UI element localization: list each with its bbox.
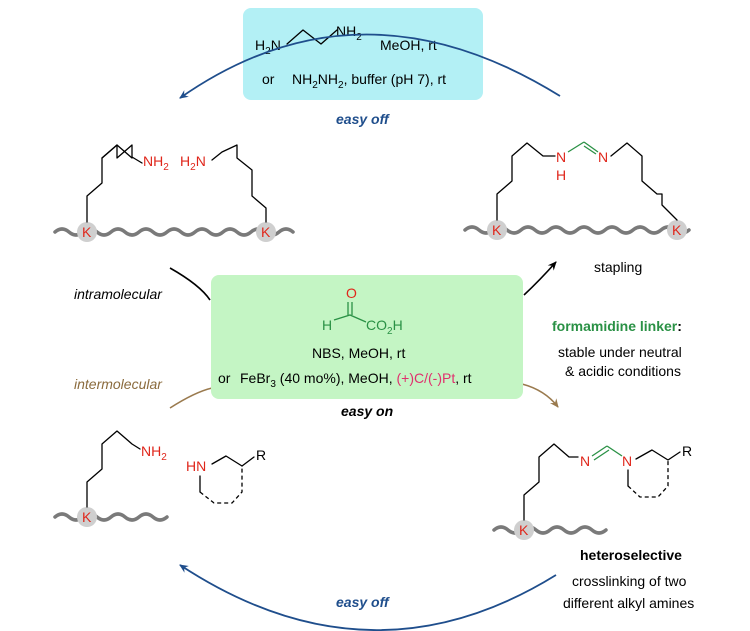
easy-off-bottom-arrow [179,564,557,631]
svg-text:H2N: H2N [180,153,206,173]
intermolecular-label: intermolecular [74,376,163,392]
intermolecular-arrow-left [169,387,213,409]
svg-text:O: O [346,285,357,301]
top-or: or [262,71,275,87]
intramolecular-label: intramolecular [74,286,163,302]
svg-text:N: N [580,453,590,469]
svg-text:R: R [256,447,266,463]
svg-text:N: N [622,453,632,469]
formamidine-linker-label: formamidine linker: [552,318,682,334]
svg-text:H: H [556,167,566,183]
stapled-peptide: K K N H N [463,141,691,240]
crosslink-line-2: different alkyl amines [563,595,694,611]
iron-conditions: FeBr3 (40 mo%), MeOH, (+)C/(-)Pt, rt [240,370,472,390]
svg-text:K: K [261,224,271,240]
center-reagent-box [211,275,523,399]
svg-text:K: K [82,224,92,240]
heteroselective-product: K N N R [492,443,692,540]
svg-text:HN: HN [186,458,206,474]
svg-text:N: N [556,149,566,165]
heteroselective-label: heteroselective [580,547,682,563]
svg-text:K: K [82,509,92,525]
svg-text:NH2: NH2 [141,443,167,463]
svg-text:CO2H: CO2H [366,317,403,337]
crosslink-line-1: crosslinking of two [572,573,687,589]
glyoxylic-acid-structure: O H CO2H [322,285,403,337]
easy-off-top-label: easy off [336,111,390,127]
easy-off-bottom-label: easy off [336,594,390,610]
svg-text:N: N [598,149,608,165]
top-solvent: MeOH, rt [380,37,437,53]
hydrazine-conditions: NH2NH2, buffer (pH 7), rt [292,71,446,91]
svg-text:R: R [682,443,692,459]
intermolecular-arrow-right [521,383,559,408]
easy-off-top-arrow [179,33,561,99]
lysine-and-piperidine: K NH2 HN R [53,430,266,527]
top-reagent-box [243,8,483,100]
svg-text:H: H [322,317,332,333]
bis-lysine-peptide: K K NH2 H2N [53,144,295,242]
intramolecular-arrow-left [169,267,211,301]
easy-on-label: easy on [341,403,393,419]
nbs-conditions: NBS, MeOH, rt [312,345,405,361]
svg-text:NH2: NH2 [143,153,169,173]
center-or: or [218,370,231,386]
svg-text:K: K [519,522,529,538]
svg-text:K: K [492,222,502,238]
svg-text:K: K [672,222,682,238]
stable-line-1: stable under neutral [558,344,682,360]
intramolecular-arrow-right [523,261,557,296]
stable-line-2: & acidic conditions [565,363,681,379]
stapling-label: stapling [594,259,642,275]
